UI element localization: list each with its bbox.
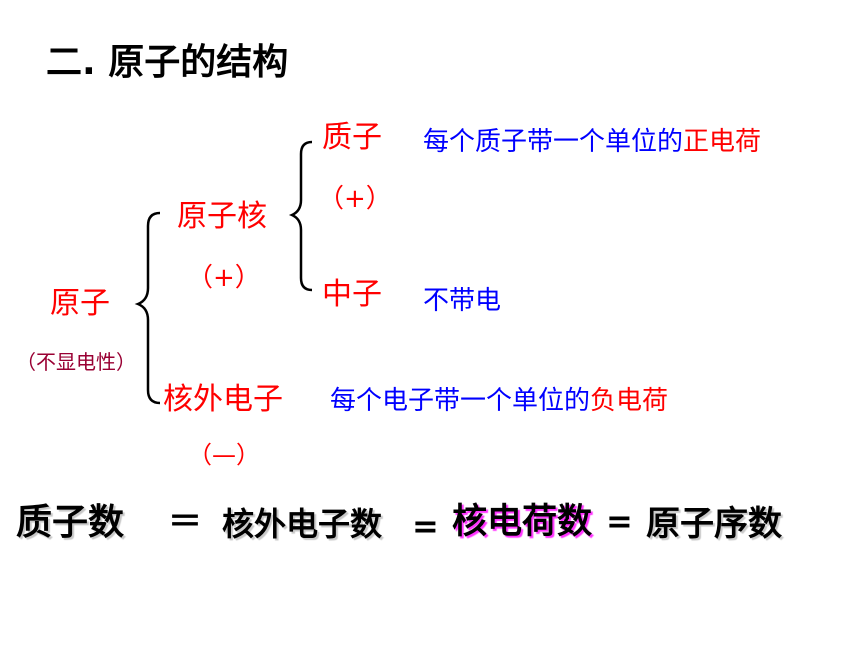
neutron-label: 中子 [322,277,382,312]
nucleus-label: 原子核 [177,199,267,234]
page-title: 二. 原子的结构 [46,42,289,83]
nucleus-charge: （+） [187,263,261,293]
nucleus-brace [288,140,313,292]
equation-equals-3: = [606,502,633,540]
equation-electron-count: 核外电子数 [222,505,383,543]
electron-charge: （—） [188,441,260,469]
electron-desc-prefix: 每个电子带一个单位的 [330,386,591,416]
proton-label: 质子 [322,120,382,155]
proton-description: 每个质子带一个单位的正电荷 [423,129,761,155]
proton-desc-highlight: 正电荷 [683,127,762,157]
proton-charge: （+） [318,184,392,214]
equation-atomic-number: 原子序数 [646,504,782,544]
electron-label: 核外电子 [163,382,283,417]
atom-brace [134,211,161,405]
equation-equals-2: = [412,507,439,545]
equation-proton-count: 质子数 [16,502,125,543]
electron-desc-highlight: 负电荷 [590,386,669,416]
electron-description: 每个电子带一个单位的负电荷 [330,388,668,414]
atom-label: 原子 [50,286,110,321]
neutron-description: 不带电 [423,286,502,316]
equation-equals-1: ＝ [168,502,202,542]
equation-nuclear-charge: 核电荷数 [452,502,593,542]
proton-desc-prefix: 每个质子带一个单位的 [423,127,684,157]
atom-note: （不显电性） [16,350,136,374]
